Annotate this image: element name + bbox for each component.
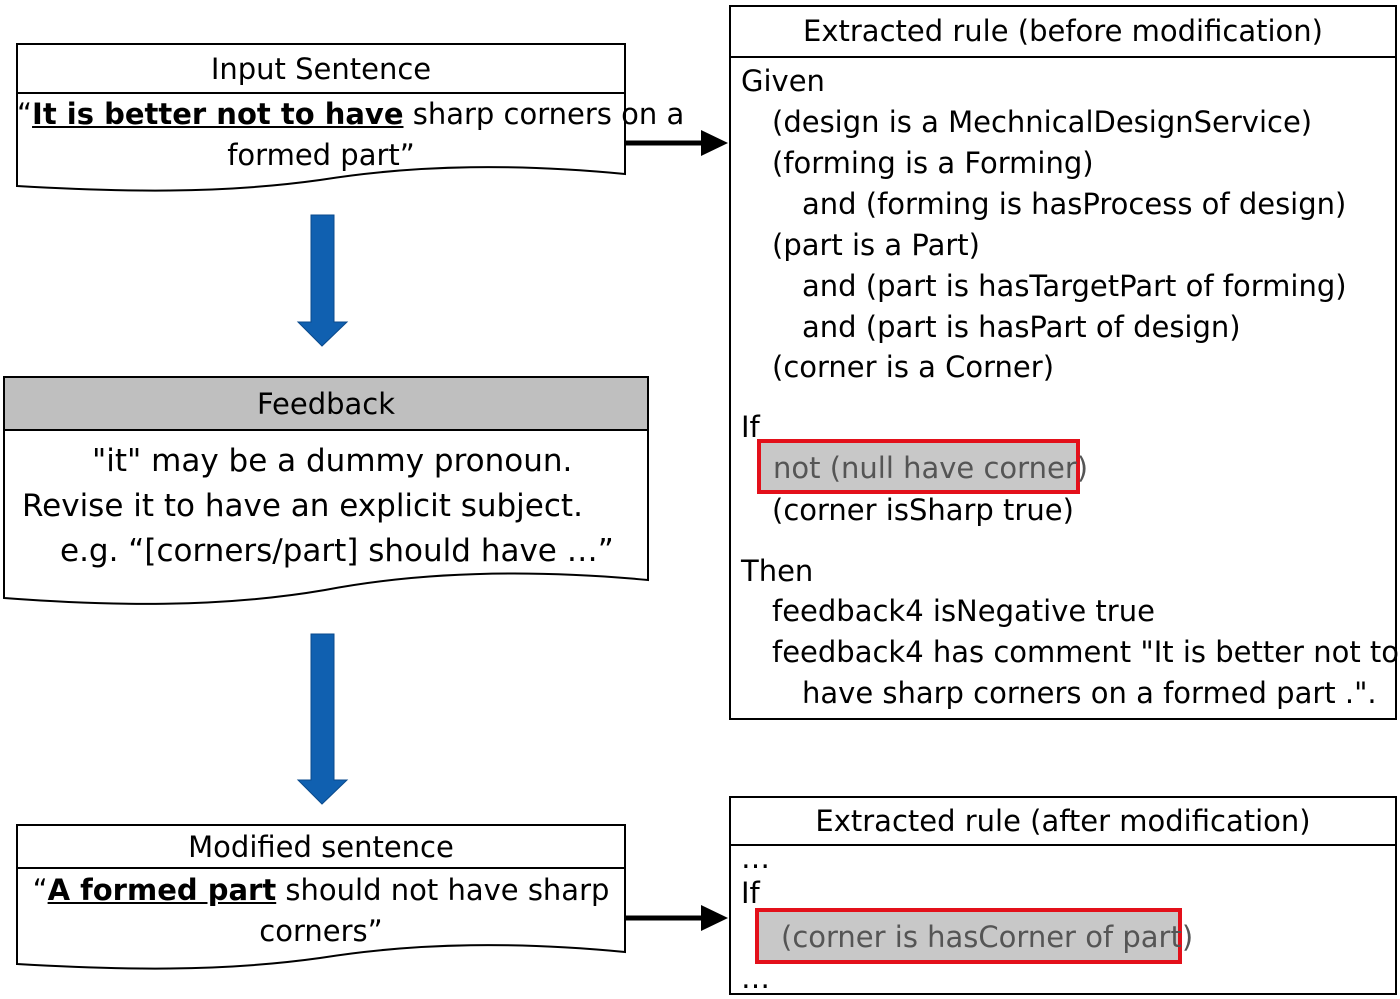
rule-after-ellipsis-bottom: … (741, 961, 770, 995)
rule-before-then: Then (741, 554, 814, 588)
rule-after-ellipsis-top: … (741, 841, 770, 875)
rule-after-header: Extracted rule (after modification) (731, 798, 1395, 846)
feedback-box-outline (3, 376, 649, 605)
quote-open-2: “ (32, 873, 48, 907)
modified-sentence: “A formed part should not have sharp cor… (17, 870, 625, 952)
rule-after-highlight: (corner is hasCorner of part) (755, 908, 1193, 964)
rule-before-highlight: not (null have corner) (757, 439, 1088, 494)
feedback-line3: e.g. “[corners/part] should have …” (60, 533, 614, 569)
rule-before-g1: (design is a MechnicalDesignService) (772, 105, 1313, 139)
rule-before-g6: and (part is hasPart of design) (802, 310, 1241, 344)
rule-before-g3: and (forming is hasProcess of design) (802, 187, 1347, 221)
feedback-line2: Revise it to have an explicit subject. (22, 488, 583, 524)
input-line2: formed part” (227, 138, 415, 172)
rule-before-header: Extracted rule (before modification) (731, 7, 1395, 58)
rule-before-g2: (forming is a Forming) (772, 146, 1094, 180)
rule-before-t1: feedback4 isNegative true (772, 594, 1155, 628)
input-bold-phrase: It is better not to have (32, 97, 404, 131)
modified-box-header: Modified sentence (188, 830, 454, 864)
rule-before-t3: have sharp corners on a formed part .". (802, 676, 1377, 710)
input-box-header: Input Sentence (210, 52, 432, 86)
modified-box-outline (16, 824, 626, 970)
right-arrow-1 (625, 130, 728, 156)
rule-before-g4: (part is a Part) (772, 228, 980, 262)
rule-before-c2: (corner isSharp true) (772, 493, 1074, 527)
rule-before-box: Extracted rule (before modification) (729, 5, 1397, 720)
modified-rest-line1: should not have sharp (276, 873, 610, 907)
modified-line2: corners” (259, 914, 383, 948)
modified-bold-phrase: A formed part (47, 873, 277, 907)
rule-before-g5: and (part is hasTargetPart of forming) (802, 269, 1347, 303)
down-arrow-2 (296, 633, 349, 805)
rule-before-given: Given (741, 64, 825, 98)
quote-open: “ (17, 97, 33, 131)
right-arrow-2 (625, 905, 728, 931)
rule-after-box: Extracted rule (after modification) (729, 796, 1397, 995)
feedback-line1: "it" may be a dummy pronoun. (92, 443, 573, 479)
input-rest-line1: sharp corners on a (403, 97, 685, 131)
input-sentence: “It is better not to have sharp corners … (17, 94, 684, 176)
feedback-header: Feedback (256, 387, 396, 421)
rule-after-if: If (741, 876, 760, 910)
rule-before-if: If (741, 410, 760, 444)
rule-before-g7: (corner is a Corner) (772, 350, 1055, 384)
down-arrow-1 (296, 214, 349, 347)
input-box-outline (16, 43, 626, 192)
rule-before-t2: feedback4 has comment "It is better not … (772, 635, 1400, 669)
